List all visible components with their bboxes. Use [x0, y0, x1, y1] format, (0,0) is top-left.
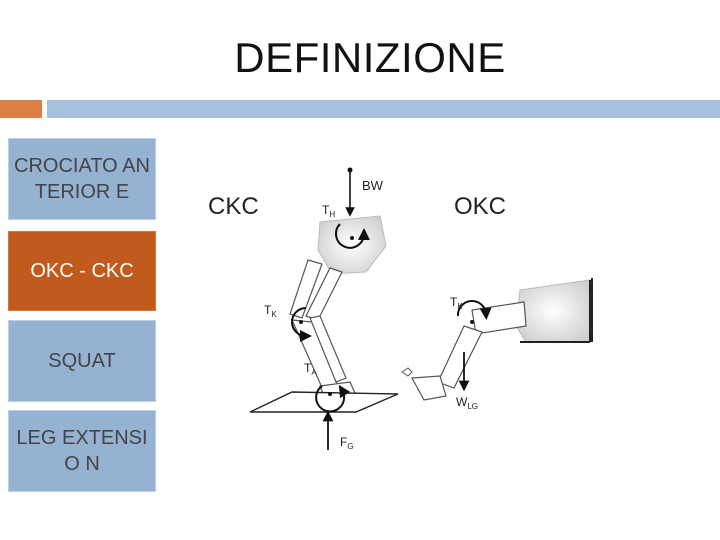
- nav-item-label: CROCIATO ANTERIOR E: [14, 155, 150, 203]
- okc-foot: [411, 375, 447, 401]
- nav-item-squat[interactable]: SQUAT: [8, 320, 156, 402]
- okc-label: OKC: [454, 193, 506, 220]
- svg-text:TK: TK: [450, 295, 463, 311]
- bw-label: BW: [362, 178, 384, 193]
- slide-title: DEFINIZIONE: [234, 34, 506, 81]
- nav-item-label: OKC - CKC: [30, 260, 134, 282]
- knee-moment-arc: [291, 307, 312, 342]
- okc-shank: [437, 325, 483, 389]
- accent-bar-blue: [47, 100, 720, 118]
- accent-bar-orange: [0, 100, 42, 118]
- nav-item-leg-extension[interactable]: LEG EXTENSIO N: [8, 410, 156, 492]
- ckc-label: CKC: [208, 193, 259, 220]
- okc-knee-moment-arc: [456, 299, 492, 320]
- ckc-figure: CKC BW TH TK TA FG: [208, 167, 399, 451]
- hip-moment-arc: [335, 223, 370, 249]
- nav-item-okc-ckc[interactable]: OKC - CKC: [8, 231, 156, 311]
- svg-text:WLG: WLG: [456, 395, 478, 411]
- nav-item-label: SQUAT: [48, 350, 116, 372]
- thigh-segment: [289, 259, 323, 319]
- svg-text:TH: TH: [322, 203, 335, 219]
- ckc-okc-diagram: CKC BW TH TK TA FG OKC: [208, 167, 593, 451]
- svg-text:FG: FG: [340, 435, 354, 451]
- nav-item-label: LEG EXTENSIO N: [16, 427, 148, 475]
- svg-text:TA: TA: [304, 361, 317, 377]
- thigh-block: [515, 279, 591, 343]
- svg-text:TK: TK: [264, 303, 277, 319]
- nav-item-crociato-anteriore[interactable]: CROCIATO ANTERIOR E: [8, 138, 156, 220]
- hip-block: [317, 215, 387, 275]
- ground-platform: [249, 391, 399, 413]
- okc-figure: OKC TK WLG: [401, 193, 593, 411]
